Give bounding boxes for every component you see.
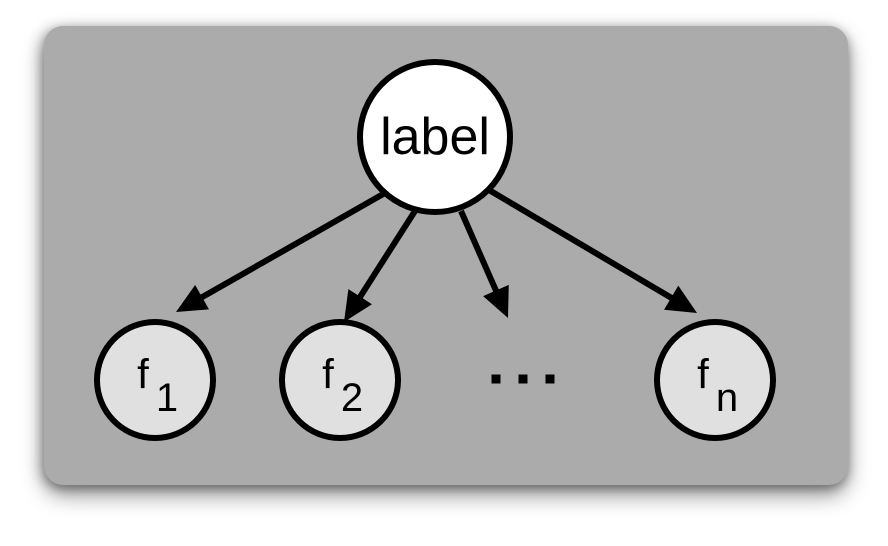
edge-line [487,187,677,303]
node-f2[interactable]: f2 [279,319,401,441]
edge-line [197,190,387,302]
node-f1[interactable]: f1 [94,319,216,441]
node-label[interactable]: label [357,59,513,215]
node-circle [279,319,401,441]
edge-label-to-f1 [176,190,387,312]
node-label: f [697,351,709,398]
edge-label-to-f2 [344,209,418,322]
node-circle [94,319,216,441]
edges-group [176,187,697,322]
node-label-subscript: n [716,376,738,420]
node-fn[interactable]: fn [654,319,776,441]
node-label: label [380,108,490,166]
edge-label-to-fn [487,187,697,313]
arrowhead-icon [664,285,697,313]
node-label: f [137,351,149,398]
ellipsis-dot-3 [545,374,555,384]
ellipsis-dot-2 [518,374,528,384]
edge-line [458,209,501,296]
node-circle [357,59,513,215]
arrowhead-icon [344,289,372,322]
node-circle [654,319,776,441]
arrowhead-icon [483,284,509,318]
arrowhead-icon [176,284,209,312]
ellipsis-dot-1 [491,374,501,384]
node-label-subscript: 2 [341,376,363,420]
node-label: f [322,351,334,398]
edge-line [355,209,418,302]
node-label-subscript: 1 [156,376,178,420]
edge-label-to-ellipsis [458,209,509,318]
ellipsis-group [491,374,555,384]
